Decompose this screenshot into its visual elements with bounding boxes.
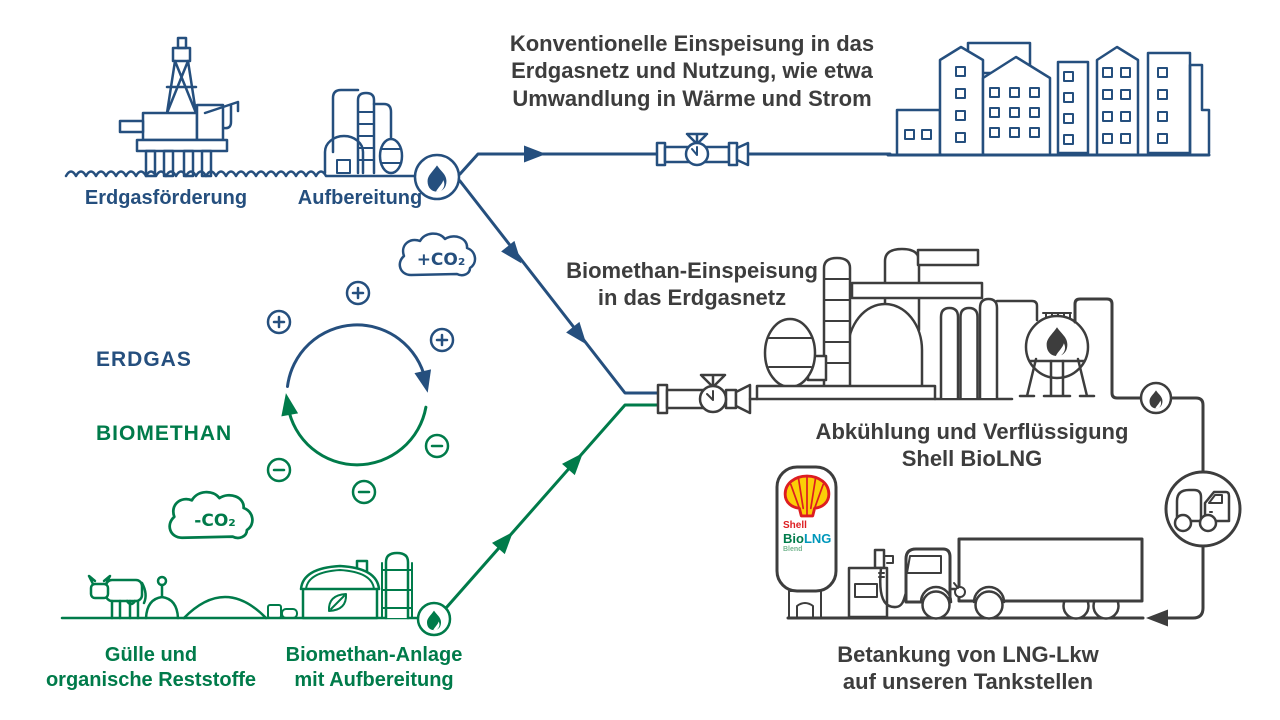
lng-text: LNG [803,530,832,546]
city-buildings-icon [886,41,1211,157]
building-windows [904,66,1168,145]
cow-icon [87,574,147,620]
gas-flame-icon [413,153,461,201]
flow-arrow-icon [524,145,546,163]
plus-icon [429,327,455,353]
lng-flame-icon [1139,381,1173,415]
return-pipeline [1166,544,1205,620]
lng-sphere-tank-icon [1018,312,1096,398]
water-waves-icon [64,170,417,178]
fuel-dispenser-icon [847,548,914,619]
manure-pile-icon [144,575,180,620]
bales-icon [267,604,298,619]
top-note-line1: Konventionelle Einspeisung in das [509,31,875,56]
extraction-label: Erdgasförderung [84,187,248,209]
refueling-line2: auf unseren Tankstellen [842,669,1094,695]
pipeline-valve-icon [655,132,750,167]
biogas-plant-icon [299,551,413,620]
biomethan-plant-label: Biomethan-Anlage mit Aufbereitung [286,643,463,693]
grid-injection-line1: Biomethan-Einspeisung [566,258,818,283]
liquefaction-plant-icon [755,247,1205,474]
biolng-product-text: BioLNG [783,530,835,546]
erdgas-pipelines [458,145,892,395]
hill-icon [182,595,268,620]
biomethan-plant-line2: mit Aufbereitung [294,668,454,691]
processing-label: Aufbereitung [297,187,423,209]
gas-cycle-diagram: +CO₂ -CO₂ [168,232,477,540]
grid-injection-note: Biomethan-Einspeisung in das Erdgasnetz [566,257,818,312]
top-note-line2: Erdgasnetz und Nutzung, wie etwa [511,58,873,84]
bio-text: Bio [783,530,804,546]
biomethan-plant-line1: Biomethan-Anlage [285,644,463,666]
pylon-branding: Shell BioLNG Blend [783,520,835,554]
co2-minus-text: -CO₂ [194,511,235,531]
grid-injection-line2: in das Erdgasnetz [597,285,787,311]
flow-arrow-icon [1146,609,1168,627]
refueling-label: Betankung von LNG-Lkw auf unseren Tankst… [837,641,1099,696]
biomethan-pipeline [444,403,660,610]
feedstock-line2: organische Reststoffe [45,668,257,691]
refueling-line1: Betankung von LNG-Lkw [837,642,1099,667]
top-note-line3: Umwandlung in Wärme und Strom [512,85,872,111]
tanker-transport-icon [1164,470,1242,548]
liquefaction-line1: Abkühlung und Verflüssigung [815,419,1129,444]
cycle-arrow-icon [414,369,436,395]
cycle-arc-green [286,405,428,467]
oil-rig-icon [118,36,240,178]
cycle-arc-blue [286,323,427,388]
minus-icon [424,433,450,459]
plus-icon [266,309,292,335]
shell-brand-text: Shell [783,520,807,531]
cycle-arrow-icon [277,391,299,417]
erdgas-label: ERDGAS [96,348,192,371]
minus-icon [351,479,377,505]
shell-pylon-sign [775,465,838,618]
minus-icon [266,457,292,483]
feedstock-line1: Gülle und [104,644,198,666]
grid-injection-valve-icon [656,373,759,415]
liquefaction-label: Abkühlung und Verflüssigung Shell BioLNG [816,418,1129,473]
lng-truck-icon [904,537,1144,620]
top-note: Konventionelle Einspeisung in das Erdgas… [510,30,874,112]
plus-icon [345,280,371,306]
feedstock-label: Gülle und organische Reststoffe [46,643,256,693]
blend-variant-text: Blend [783,546,803,554]
leaf-icon [327,593,348,612]
biogas-flame-icon [416,601,452,637]
crane-hook-icon [203,100,240,130]
co2-plus-text: +CO₂ [417,250,466,270]
shell-logo-icon [783,474,831,518]
biomethan-label: BIOMETHAN [96,422,233,445]
liquefaction-line2: Shell BioLNG [901,446,1043,472]
gas-processing-plant-icon [323,88,404,175]
